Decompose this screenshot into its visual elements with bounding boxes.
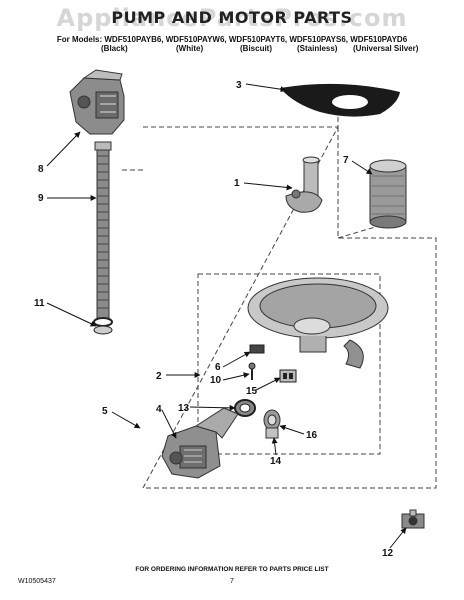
watermark: AppliancePartsPros.com bbox=[56, 4, 408, 32]
callout-7: 7 bbox=[343, 155, 349, 166]
screw-part bbox=[248, 362, 256, 380]
filter-part bbox=[369, 159, 407, 229]
callout-16: 16 bbox=[306, 430, 318, 441]
callout-5: 5 bbox=[102, 406, 108, 417]
variant-black: (Black) bbox=[101, 44, 128, 53]
filter-link-line bbox=[337, 224, 383, 239]
pump-motor-part bbox=[161, 407, 239, 479]
ordering-note: FOR ORDERING INFORMATION REFER TO PARTS … bbox=[135, 566, 329, 573]
variant-universal-silver: (Universal Silver) bbox=[353, 44, 419, 53]
callout-4: 4 bbox=[156, 404, 162, 415]
callout-12: 12 bbox=[382, 548, 394, 559]
assembly-outlines bbox=[120, 87, 437, 489]
main-assembly-outline bbox=[142, 87, 437, 489]
diverter-motor-part bbox=[69, 69, 125, 135]
callout-3: 3 bbox=[236, 80, 242, 91]
callout-11: 11 bbox=[34, 298, 45, 309]
callout-1: 1 bbox=[234, 178, 240, 189]
callout-14: 14 bbox=[270, 456, 282, 467]
page-title: PUMP AND MOTOR PARTS bbox=[111, 8, 353, 27]
leader-lines bbox=[46, 83, 407, 549]
variant-biscuit: (Biscuit) bbox=[240, 44, 272, 53]
connector-part bbox=[279, 369, 297, 383]
callout-9: 9 bbox=[38, 193, 44, 204]
document-number: W10505437 bbox=[18, 578, 56, 585]
callout-13: 13 bbox=[178, 403, 190, 414]
variant-stainless: (Stainless) bbox=[297, 44, 338, 53]
sump-subassembly-outline bbox=[197, 273, 381, 455]
page-number: 7 bbox=[230, 578, 234, 585]
variant-white: (White) bbox=[176, 44, 204, 53]
models-line: For Models: WDF510PAYB6, WDF510PAYW6, WD… bbox=[56, 35, 408, 44]
callout-8: 8 bbox=[38, 164, 44, 175]
callout-15: 15 bbox=[246, 386, 258, 397]
corrugated-hose-part bbox=[94, 141, 112, 319]
gasket-part bbox=[280, 83, 400, 117]
hose-clamp-part bbox=[93, 317, 113, 335]
bracket-part bbox=[249, 344, 265, 354]
nozzle-assembly-part bbox=[285, 156, 323, 213]
callout-labels: 3 1 7 8 9 11 2 6 10 15 13 4 5 16 14 12 bbox=[34, 80, 394, 559]
sump-basin-part bbox=[247, 277, 389, 369]
callout-10: 10 bbox=[210, 375, 222, 386]
pump-fitting-part bbox=[263, 409, 281, 439]
drain-pump-part bbox=[401, 509, 425, 529]
callout-2: 2 bbox=[156, 371, 162, 382]
callout-6: 6 bbox=[215, 362, 221, 373]
